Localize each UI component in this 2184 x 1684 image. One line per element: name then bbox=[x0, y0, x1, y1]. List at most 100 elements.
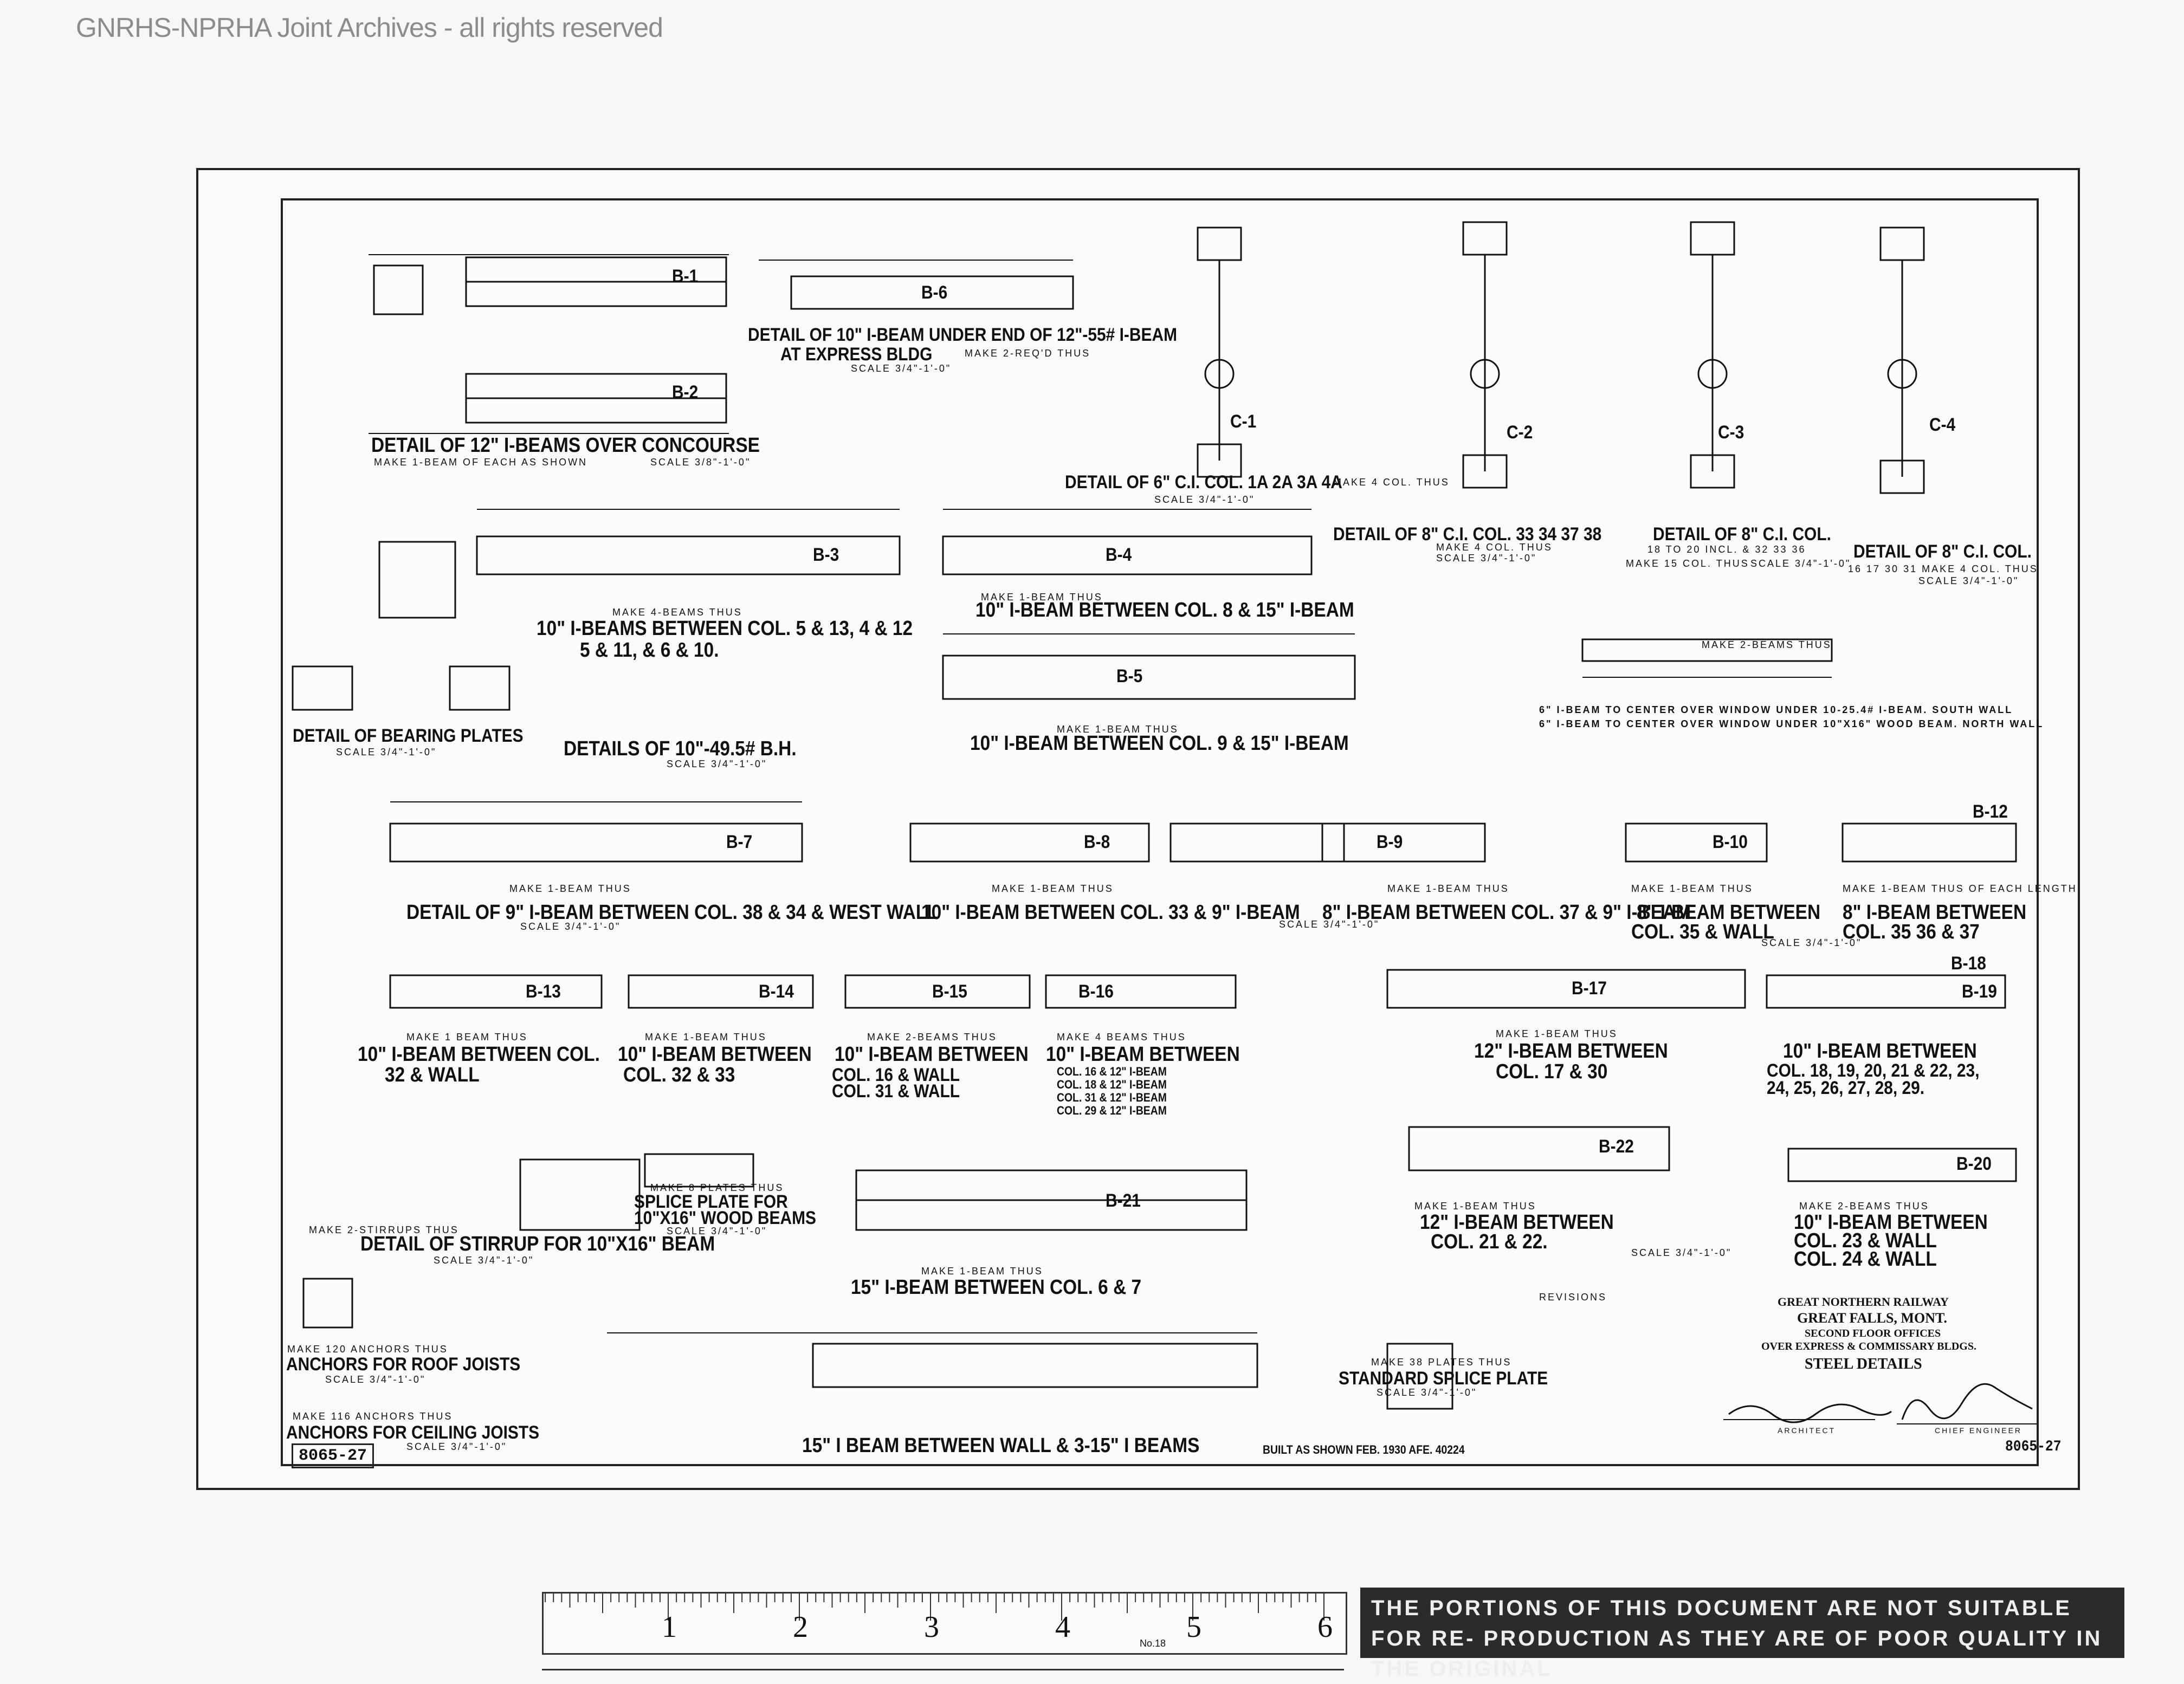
drawing-number-left: 8065-27 bbox=[292, 1443, 374, 1468]
detail-scale: SCALE 3/4"-1'-0" bbox=[667, 1226, 767, 1236]
column-c4 bbox=[1879, 226, 1925, 494]
detail-title-line2: 5 & 11, & 6 & 10. bbox=[580, 639, 719, 662]
detail-scale: SCALE 3/4"-1'-0" bbox=[851, 363, 952, 374]
detail-scale: SCALE 3/4"-1'-0" bbox=[520, 921, 621, 932]
beam-mark: B-8 bbox=[1084, 832, 1110, 852]
detail-title-line2: COL. 23 & WALL bbox=[1794, 1229, 1937, 1252]
detail-note: MAKE 2-BEAMS THUS bbox=[1799, 1201, 1929, 1212]
splice-plate bbox=[644, 1153, 754, 1188]
detail-note: MAKE 1-BEAM THUS bbox=[921, 1266, 1043, 1277]
detail-scale: SCALE 3/4"-1'-0" bbox=[1750, 558, 1851, 569]
beam-mark: B-3 bbox=[813, 545, 839, 565]
column-mark: C-4 bbox=[1929, 414, 1956, 435]
detail-note: MAKE 4 COL. THUS bbox=[1436, 542, 1553, 553]
beam-mark: B-18 bbox=[1951, 953, 1986, 974]
revisions-label: REVISIONS bbox=[1539, 1292, 1607, 1303]
beam-b6a bbox=[1581, 638, 1833, 662]
detail-title: 10" I-BEAM BETWEEN COL. 33 & 9" I-BEAM bbox=[921, 901, 1300, 924]
detail-title-line2: COL. 16 & WALL bbox=[832, 1065, 960, 1085]
ruler-number: 2 bbox=[793, 1610, 808, 1644]
detail-title: DETAIL OF 12" I-BEAMS OVER CONCOURSE bbox=[371, 434, 760, 457]
detail-title: DETAILS OF 10"-49.5# B.H. bbox=[564, 737, 797, 760]
architect-label: ARCHITECT bbox=[1778, 1426, 1836, 1435]
detail-title: 10" I-BEAMS BETWEEN COL. 5 & 13, 4 & 12 bbox=[537, 617, 913, 640]
detail-title: DETAIL OF 8" C.I. COL. bbox=[1853, 541, 2032, 562]
detail-title: 6" I-BEAM TO CENTER OVER WINDOW UNDER 10… bbox=[1539, 704, 2013, 715]
detail-scale: SCALE 3/4"-1'-0" bbox=[1631, 1247, 1732, 1258]
detail-title: ANCHORS FOR CEILING JOISTS bbox=[286, 1422, 540, 1443]
beam-mark: B-12 bbox=[1973, 801, 2008, 822]
ruler-label: No.18 bbox=[1140, 1638, 1166, 1649]
ruler-number: 3 bbox=[924, 1610, 939, 1644]
scale-ruler-metric bbox=[542, 1669, 1344, 1681]
detail-title-line4: COL. 31 & 12" I-BEAM bbox=[1057, 1091, 1167, 1104]
beam-b9b bbox=[1321, 822, 1486, 863]
detail-note: 16 17 30 31 MAKE 4 COL. THUS bbox=[1848, 564, 2038, 574]
beam-mark: B-9 bbox=[1377, 832, 1403, 852]
detail-note: MAKE 38 PLATES THUS bbox=[1371, 1357, 1512, 1368]
beam-b6 bbox=[790, 275, 1074, 310]
detail-title-line2: COL. 17 & 30 bbox=[1496, 1060, 1608, 1083]
ruler-number: 4 bbox=[1055, 1610, 1070, 1644]
detail-title: 10" I-BEAM BETWEEN bbox=[1794, 1211, 1988, 1234]
detail-title: 8" I-BEAM BETWEEN bbox=[1843, 901, 2027, 924]
ruler-number: 6 bbox=[1317, 1610, 1333, 1644]
detail-title: 10" I-BEAM BETWEEN COL. bbox=[358, 1043, 600, 1066]
beam-b4 bbox=[942, 535, 1313, 575]
ruler-number: 1 bbox=[662, 1610, 677, 1644]
title-line2: OVER EXPRESS & COMMISSARY BLDGS. bbox=[1761, 1340, 1976, 1352]
beam-mark: B-15 bbox=[932, 981, 967, 1002]
detail-title-line2: AT EXPRESS BLDG bbox=[780, 344, 933, 365]
column-mark: C-2 bbox=[1507, 422, 1533, 443]
beam-b12 bbox=[1841, 822, 2017, 863]
beam-mark: B-13 bbox=[526, 981, 561, 1002]
detail-note: MAKE 116 ANCHORS THUS bbox=[293, 1411, 453, 1422]
beam-b20 bbox=[1787, 1148, 2017, 1182]
standard-splice-plate bbox=[1386, 1343, 1453, 1410]
beam-b10 bbox=[1625, 822, 1768, 863]
built-note: BUILT AS SHOWN FEB. 1930 AFE. 40224 bbox=[1263, 1443, 1465, 1456]
beam-mark: B-14 bbox=[759, 981, 794, 1002]
detail-title-line2: 6" I-BEAM TO CENTER OVER WINDOW UNDER 10… bbox=[1539, 718, 2044, 729]
detail-note: MAKE 1-BEAM THUS bbox=[1414, 1201, 1536, 1212]
detail-note: MAKE 1-BEAM THUS OF EACH LENGTH bbox=[1843, 883, 2077, 894]
beam-mark: B-7 bbox=[726, 832, 753, 852]
quality-warning-strip: THE PORTIONS OF THIS DOCUMENT ARE NOT SU… bbox=[1360, 1588, 2124, 1681]
beam-b14 bbox=[628, 974, 814, 1009]
beam-mark: B-19 bbox=[1962, 981, 1997, 1002]
detail-scale: SCALE 3/8"-1'-0" bbox=[650, 457, 751, 468]
beam-b17 bbox=[1386, 969, 1746, 1009]
detail-scale: SCALE 3/4"-1'-0" bbox=[1761, 937, 1862, 948]
detail-title: DETAIL OF 8" C.I. COL. 33 34 37 38 bbox=[1333, 524, 1602, 545]
detail-scale: SCALE 3/4"-1'-0" bbox=[1154, 494, 1255, 505]
detail-title: 8" I-BEAM BETWEEN bbox=[1637, 901, 1821, 924]
beam-b8 bbox=[909, 822, 1150, 863]
detail-note: MAKE 4 BEAMS THUS bbox=[1057, 1032, 1186, 1042]
detail-title-line3: 24, 25, 26, 27, 28, 29. bbox=[1767, 1078, 1925, 1098]
column-c1 bbox=[1197, 226, 1242, 478]
detail-scale: SCALE 3/4"-1'-0" bbox=[325, 1374, 426, 1385]
column-c2 bbox=[1462, 221, 1508, 489]
detail-note: MAKE 1-BEAM THUS bbox=[1496, 1028, 1618, 1039]
beam-b3 bbox=[476, 535, 901, 575]
beam-mark: B-17 bbox=[1572, 978, 1607, 999]
column-mark: C-3 bbox=[1718, 422, 1744, 443]
beam-b7 bbox=[389, 822, 803, 863]
detail-title-line2: COL. 16 & 12" I-BEAM bbox=[1057, 1065, 1167, 1078]
beam-mark: B-10 bbox=[1713, 832, 1748, 852]
column-c3 bbox=[1690, 221, 1735, 489]
beam-mark: B-1 bbox=[672, 266, 699, 287]
detail-title: DETAIL OF 8" C.I. COL. bbox=[1653, 524, 1831, 545]
detail-title-line2: 10"X16" WOOD BEAMS bbox=[634, 1208, 816, 1228]
detail-note: MAKE 8 PLATES THUS bbox=[650, 1182, 784, 1193]
beam-mark: B-6 bbox=[921, 282, 948, 303]
drawing-border bbox=[281, 198, 2039, 1466]
detail-scale: SCALE 3/4"-1'-0" bbox=[1436, 553, 1537, 564]
detail-note: MAKE 2-BEAMS THUS bbox=[1702, 639, 1832, 650]
beam-b13 bbox=[389, 974, 603, 1009]
detail-note: MAKE 1-BEAM THUS bbox=[1057, 724, 1179, 735]
detail-note: MAKE 2-STIRRUPS THUS bbox=[309, 1225, 459, 1235]
beam-b9 bbox=[1169, 822, 1345, 863]
beam-b16 bbox=[1045, 974, 1237, 1009]
ruler-number: 5 bbox=[1186, 1610, 1201, 1644]
